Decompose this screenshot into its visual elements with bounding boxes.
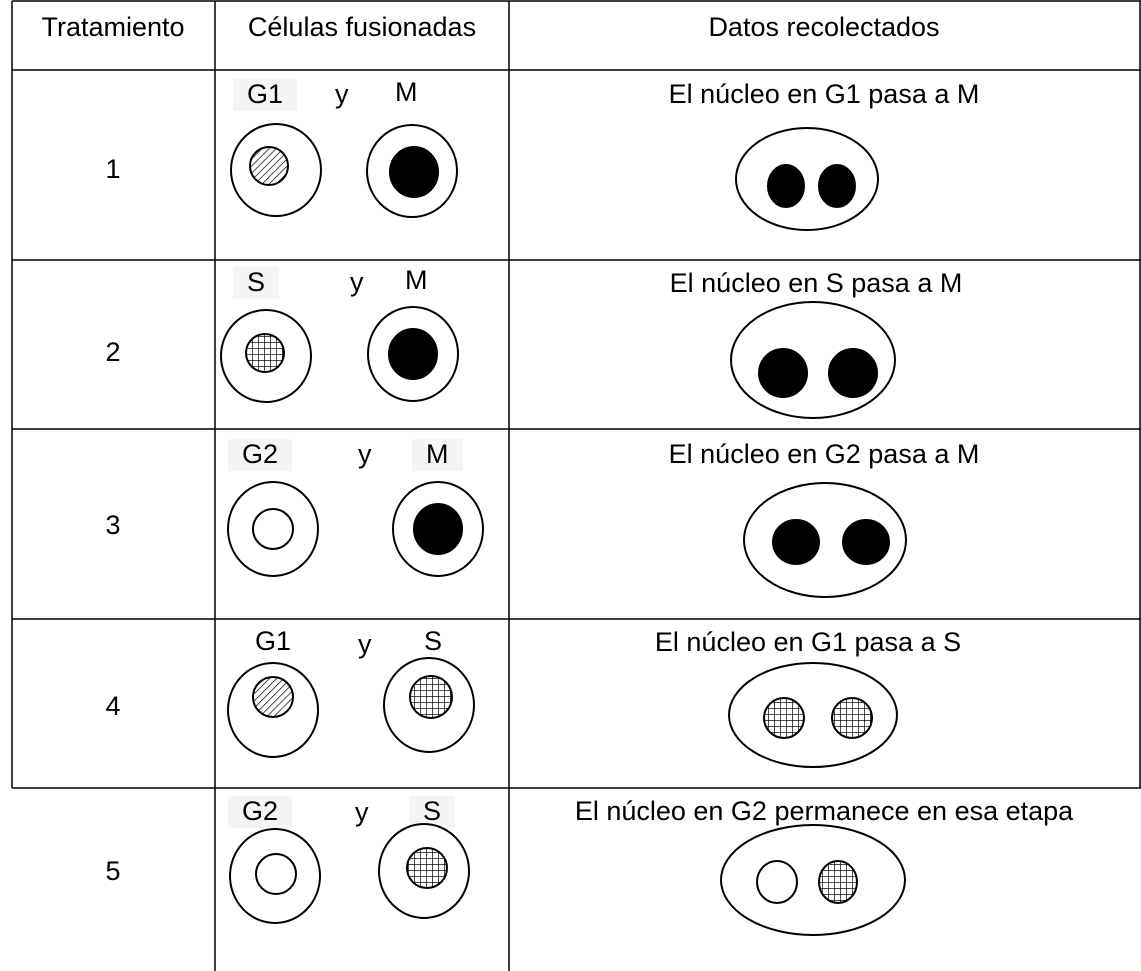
row-3-fused-nucleus-1 bbox=[772, 519, 820, 565]
row-2-fused-cell bbox=[730, 301, 896, 419]
row-2-right-cell bbox=[367, 306, 459, 402]
row-5-right-nucleus bbox=[406, 847, 448, 889]
row-1-fused-nucleus-1 bbox=[767, 164, 805, 208]
row-4-fused-nucleus-1 bbox=[763, 697, 805, 739]
row-1-right-nucleus bbox=[389, 146, 439, 198]
row-3-number: 3 bbox=[105, 510, 121, 540]
row-4-right-nucleus bbox=[409, 675, 453, 719]
row-5-phase-label-left: G2 bbox=[228, 796, 293, 828]
row-1-number: 1 bbox=[105, 154, 121, 184]
row-5-fused-cell bbox=[720, 824, 906, 936]
row-3-result: El núcleo en G2 pasa a M bbox=[668, 439, 980, 469]
row-3-phase-label-right: M bbox=[412, 439, 463, 471]
row-3-right-nucleus bbox=[413, 503, 463, 555]
row-5-phase-label-y: y bbox=[355, 797, 369, 827]
row-3-fused-cell bbox=[743, 482, 907, 598]
row-1-left-cell bbox=[230, 123, 322, 217]
row-5-fused-nucleus-1 bbox=[756, 860, 798, 904]
row-1-fused-nucleus-2 bbox=[818, 164, 856, 208]
row-1-right-cell bbox=[366, 124, 458, 218]
row-4-phase-label-left: G1 bbox=[255, 626, 292, 656]
row-3-left-nucleus bbox=[252, 508, 294, 550]
row-4-result: El núcleo en G1 pasa a S bbox=[654, 627, 962, 657]
row-5-result: El núcleo en G2 permanece en esa etapa bbox=[574, 796, 1074, 826]
row-1-phase-label-right: M bbox=[395, 77, 418, 107]
row-2-phase-label-left: S bbox=[233, 267, 280, 299]
row-5-phase-label-right: S bbox=[409, 796, 456, 828]
row-4-fused-nucleus-2 bbox=[831, 697, 873, 739]
row-4-phase-label-right: S bbox=[424, 626, 443, 656]
row-1-left-nucleus bbox=[249, 146, 289, 186]
row-4-number: 4 bbox=[105, 691, 121, 721]
row-4-phase-label-y: y bbox=[358, 629, 372, 659]
row-2-phase-label-right: M bbox=[405, 265, 428, 295]
row-1-phase-label-y: y bbox=[335, 79, 349, 109]
row-3-left-cell bbox=[227, 481, 319, 577]
row-5-left-cell bbox=[229, 828, 321, 924]
header-collected-data: Datos recolectados bbox=[708, 12, 940, 42]
row-5-fused-nucleus-2 bbox=[818, 860, 858, 904]
row-2-fused-nucleus-1 bbox=[758, 348, 808, 398]
row-2-right-nucleus bbox=[388, 328, 438, 380]
row-4-left-cell bbox=[227, 662, 319, 758]
row-3-fused-nucleus-2 bbox=[842, 519, 890, 565]
row-2-left-cell bbox=[220, 309, 312, 403]
row-4-right-cell bbox=[383, 657, 475, 753]
row-3-phase-label-y: y bbox=[358, 439, 372, 469]
header-fused-cells: Células fusionadas bbox=[247, 12, 477, 42]
row-2-phase-label-y: y bbox=[350, 267, 364, 297]
header-treatment: Tratamiento bbox=[41, 12, 185, 42]
row-5-left-nucleus bbox=[255, 853, 297, 895]
row-2-fused-nucleus-2 bbox=[828, 348, 878, 398]
row-5-number: 5 bbox=[105, 856, 121, 886]
row-1-fused-cell bbox=[735, 127, 879, 231]
row-4-left-nucleus bbox=[252, 676, 294, 718]
row-2-number: 2 bbox=[105, 337, 121, 367]
row-2-result: El núcleo en S pasa a M bbox=[669, 268, 963, 298]
row-1-phase-label-left: G1 bbox=[233, 79, 298, 111]
row-1-result: El núcleo en G1 pasa a M bbox=[668, 79, 980, 109]
row-3-phase-label-left: G2 bbox=[228, 439, 293, 471]
row-4-fused-cell bbox=[728, 662, 898, 768]
row-3-right-cell bbox=[392, 481, 484, 577]
row-2-left-nucleus bbox=[245, 333, 285, 373]
row-5-right-cell bbox=[378, 823, 470, 919]
